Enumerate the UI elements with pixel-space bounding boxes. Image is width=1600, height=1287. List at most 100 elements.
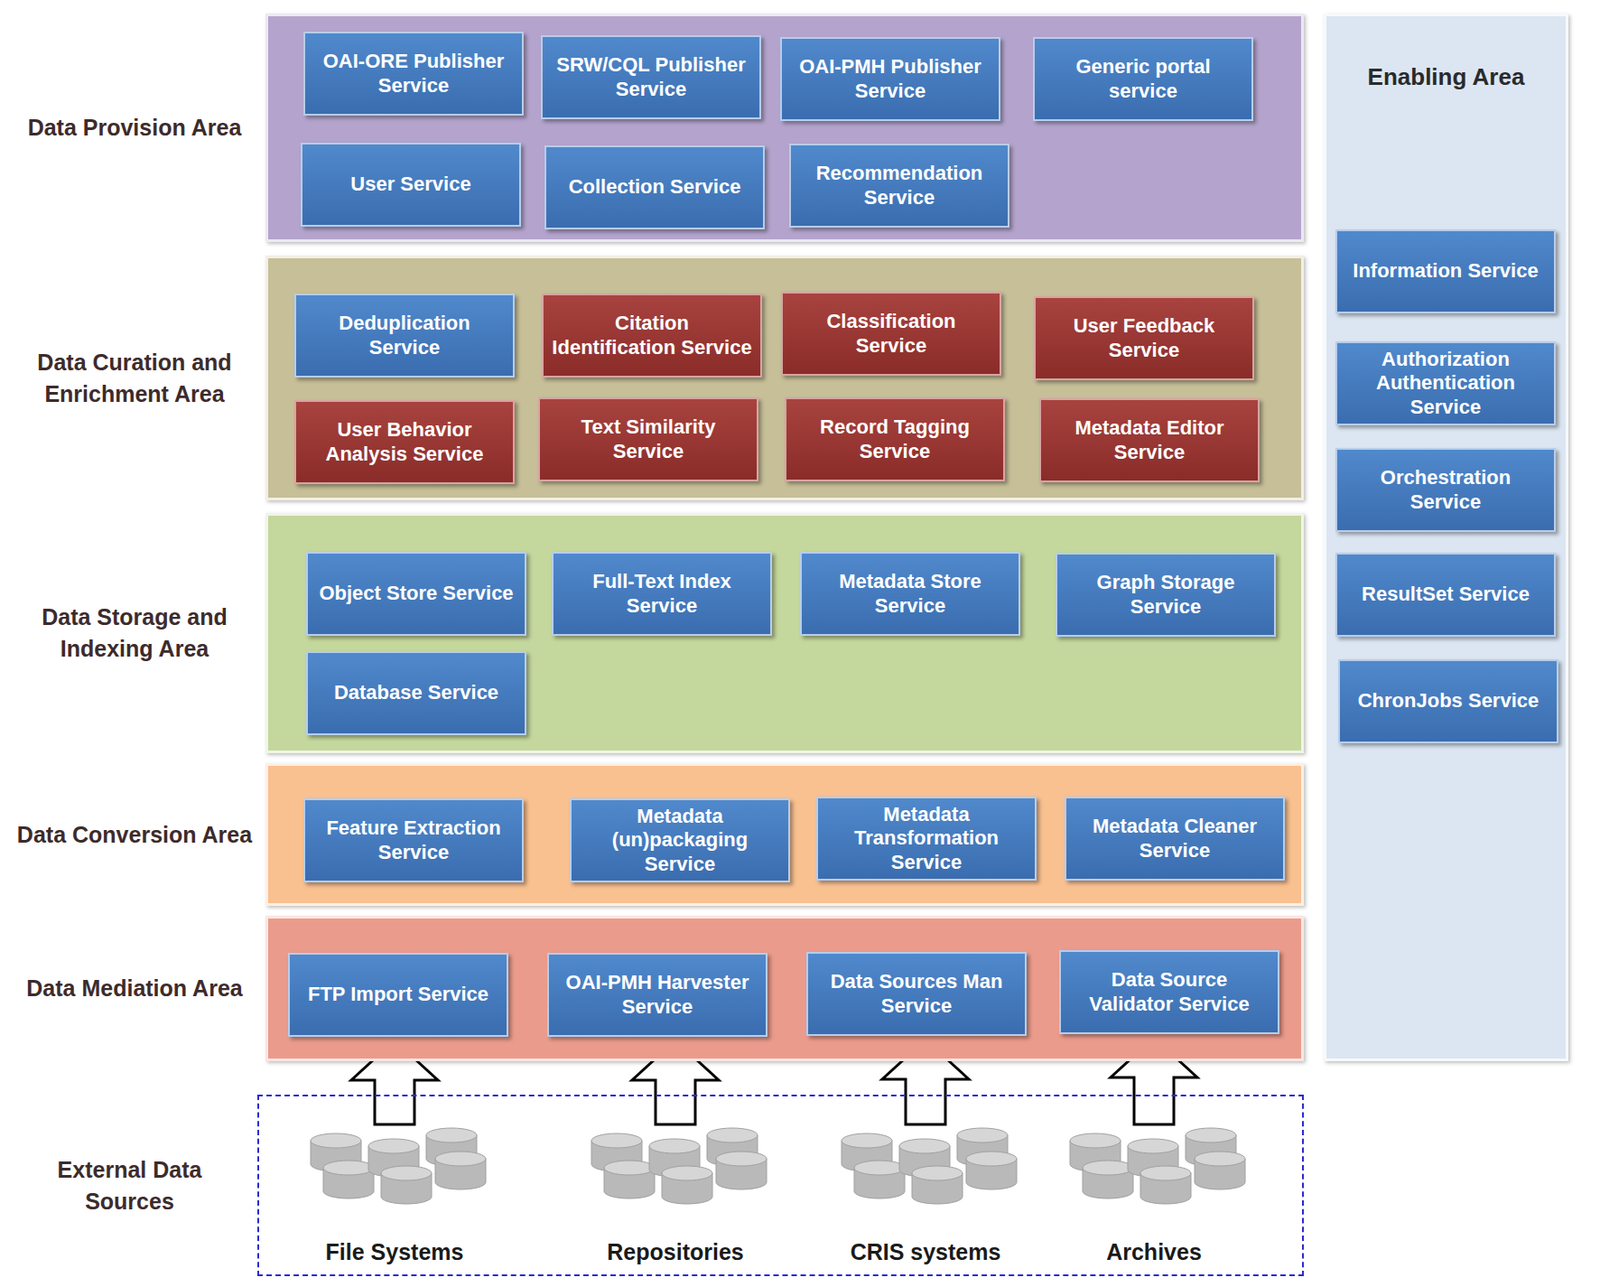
database-cylinders <box>821 1125 1030 1226</box>
database-cylinders <box>571 1125 780 1226</box>
service-box: OAI-PMH Harvester Service <box>547 952 768 1037</box>
cylinder <box>435 1151 486 1190</box>
service-box: OAI-ORE Publisher Service <box>303 31 524 116</box>
service-label: Record Tagging Service <box>793 415 996 464</box>
service-box: Data Sources Man Service <box>806 951 1027 1036</box>
service-box: Deduplication Service <box>294 293 515 378</box>
cylinder <box>1140 1165 1191 1204</box>
cylinder-top <box>1082 1160 1134 1175</box>
service-label: Metadata Transformation Service <box>825 802 1028 875</box>
service-box: Metadata Store Service <box>800 551 1021 636</box>
service-box: Generic portal service <box>1032 37 1254 121</box>
data-source-group: CRIS systems <box>821 1125 1030 1271</box>
cylinder-top <box>1069 1133 1121 1148</box>
service-label: Recommendation Service <box>798 161 1001 210</box>
service-box: Recommendation Service <box>789 143 1010 228</box>
service-label: Data Source Validator Service <box>1068 967 1271 1016</box>
service-label: Metadata Editor Service <box>1048 416 1251 465</box>
cylinder-top <box>957 1127 1008 1143</box>
service-box: Information Service <box>1335 229 1556 314</box>
cylinder-top <box>604 1160 655 1175</box>
cylinder-top <box>426 1127 477 1143</box>
cylinder-top <box>716 1151 767 1166</box>
service-label: User Service <box>350 172 471 196</box>
cylinder-top <box>381 1165 432 1181</box>
area-label: Data Conversion Area <box>15 765 254 903</box>
database-cylinders <box>1050 1125 1258 1226</box>
area-band: Feature Extraction Service Metadata (un)p… <box>265 762 1304 906</box>
service-box: Object Store Service <box>306 551 527 636</box>
data-source-group: File Systems <box>290 1125 499 1271</box>
service-label: Metadata (un)packaging Service <box>578 804 782 876</box>
cylinder-top <box>435 1151 486 1166</box>
service-label: Orchestration Service <box>1344 465 1547 514</box>
service-label: User Feedback Service <box>1042 314 1246 363</box>
service-box: Authorization Authentication Service <box>1335 341 1556 426</box>
service-label: Full-Text Index Service <box>560 569 763 618</box>
service-label: Collection Service <box>568 175 742 199</box>
service-box: Classification Service <box>781 291 1002 376</box>
cylinder-top <box>591 1133 642 1148</box>
area-label: Data Storage and Indexing Area <box>15 515 254 751</box>
source-label: CRIS systems <box>821 1238 1030 1266</box>
cylinder-top <box>649 1138 700 1154</box>
cylinder-top <box>966 1151 1017 1166</box>
service-label: User Behavior Analysis Service <box>303 418 506 466</box>
area-label: Enabling Area <box>1326 63 1566 92</box>
service-box: Orchestration Service <box>1335 447 1556 532</box>
data-source-group: Archives <box>1050 1125 1258 1271</box>
area-band: Information ServiceAuthorization Authent… <box>1323 13 1569 1061</box>
area-label: Data Curation and Enrichment Area <box>15 258 254 498</box>
cylinder-top <box>323 1160 374 1175</box>
service-box: FTP Import Service <box>288 952 509 1037</box>
cylinder-top <box>661 1165 713 1181</box>
service-box: Metadata (un)packaging Service <box>569 798 791 883</box>
service-label: Feature Extraction Service <box>312 816 515 865</box>
service-box: ChronJobs Service <box>1338 659 1559 744</box>
data-source-group: Repositories <box>571 1125 780 1271</box>
service-box: Metadata Editor Service <box>1039 398 1260 483</box>
service-box: ResultSet Service <box>1335 552 1556 637</box>
cylinder <box>854 1160 905 1199</box>
service-label: Classification Service <box>790 309 993 358</box>
cylinder-top <box>841 1133 893 1148</box>
service-label: Metadata Cleaner Service <box>1073 814 1276 863</box>
service-box: OAI-PMH Publisher Service <box>780 37 1001 121</box>
service-label: Object Store Service <box>318 581 513 605</box>
source-label: Repositories <box>571 1238 780 1266</box>
service-label: Graph Storage Service <box>1064 570 1267 619</box>
cylinder <box>911 1165 963 1204</box>
service-box: Metadata Transformation Service <box>816 796 1037 881</box>
cylinder-top <box>1127 1138 1179 1154</box>
service-label: Citation Identification Service <box>550 311 754 360</box>
service-box: Data Source Validator Service <box>1059 949 1280 1034</box>
service-box: Feature Extraction Service <box>303 798 524 883</box>
service-box: Metadata Cleaner Service <box>1064 796 1285 881</box>
cylinder-top <box>368 1138 419 1154</box>
cylinder-top <box>1140 1165 1191 1181</box>
cylinder-top <box>1185 1127 1237 1143</box>
cylinder <box>1194 1151 1246 1190</box>
service-label: Database Service <box>334 680 499 705</box>
area-band: Object Store Service Full-Text Index Serv… <box>265 512 1304 754</box>
database-cylinders <box>290 1125 499 1226</box>
cylinder <box>1082 1160 1134 1199</box>
external-sources-box: File SystemsRepositories CRIS systems Arch… <box>257 1094 1304 1276</box>
service-box: User Behavior Analysis Service <box>294 400 515 484</box>
service-label: Data Sources Man Service <box>815 969 1018 1018</box>
area-band: OAI-ORE Publisher ServiceSRW/CQL Publish… <box>265 13 1304 242</box>
area-label: Data Provision Area <box>15 16 254 240</box>
service-label: FTP Import Service <box>307 982 489 1006</box>
service-label: Authorization Authentication Service <box>1344 347 1547 419</box>
service-label: OAI-ORE Publisher Service <box>312 49 515 98</box>
cylinder <box>381 1165 432 1204</box>
service-label: OAI-PMH Harvester Service <box>556 970 759 1019</box>
cylinder <box>716 1151 767 1190</box>
service-box: User Feedback Service <box>1033 296 1255 381</box>
service-label: ChronJobs Service <box>1358 688 1540 713</box>
service-box: User Service <box>300 142 521 227</box>
service-box: Citation Identification Service <box>541 293 763 378</box>
service-label: Deduplication Service <box>303 311 506 360</box>
area-band: FTP Import Service OAI-PMH Harvester Serv… <box>265 915 1304 1061</box>
